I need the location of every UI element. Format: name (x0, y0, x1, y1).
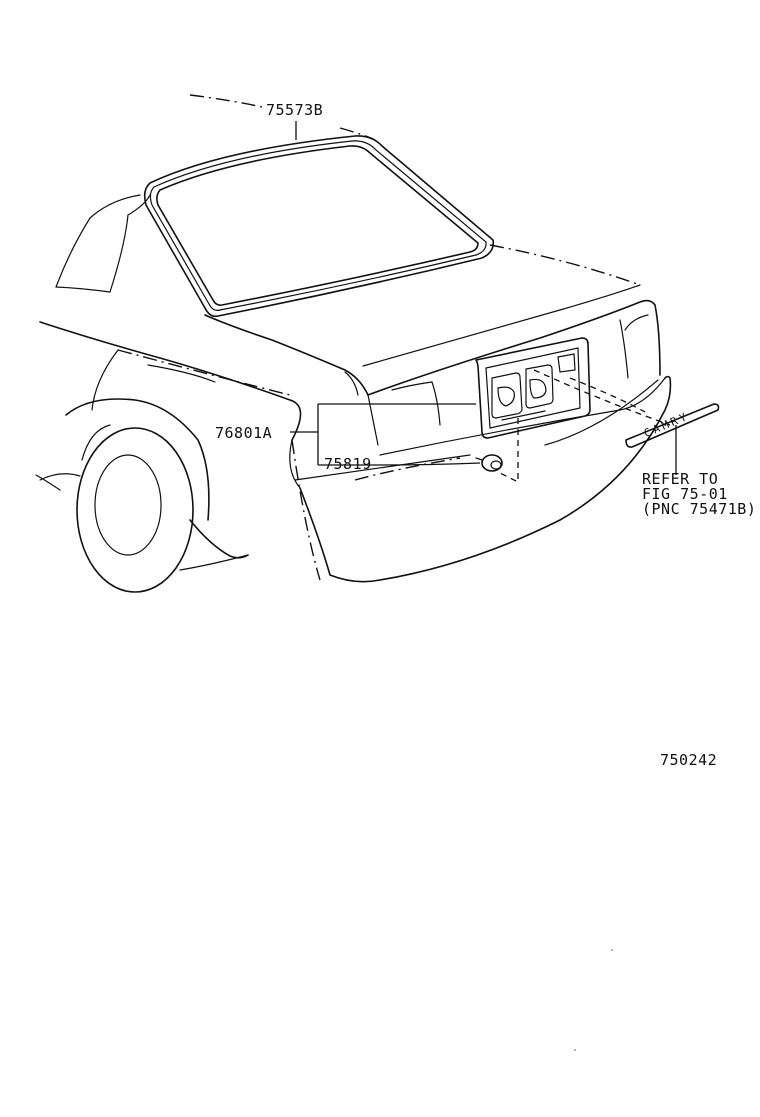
speck (574, 1049, 576, 1051)
clip-part (475, 454, 503, 472)
trunk-edge-line (489, 244, 641, 286)
label-refer-line2: FIG 75-01 (642, 485, 728, 503)
emblem-guide-line-2 (569, 377, 646, 413)
clip-guide-line (497, 418, 519, 484)
roof-line (189, 94, 263, 108)
label-75819: 75819 (324, 455, 372, 473)
rear-window-weatherstrip (143, 135, 495, 318)
label-refer-line3: (PNC 75471B) (642, 500, 757, 518)
emblem-guide-line (533, 369, 671, 426)
figure-number: 750242 (660, 751, 718, 769)
license-plate-garnish (475, 337, 591, 439)
car-body (35, 194, 672, 593)
roof-line-right (339, 127, 376, 141)
label-76801A: 76801A (215, 424, 273, 442)
leader-76801A (290, 403, 481, 466)
speck (611, 949, 613, 951)
label-refer-line1: REFER TO (642, 470, 719, 488)
camry-emblem: CAMRY (625, 403, 720, 448)
label-75573B: 75573B (266, 101, 324, 119)
